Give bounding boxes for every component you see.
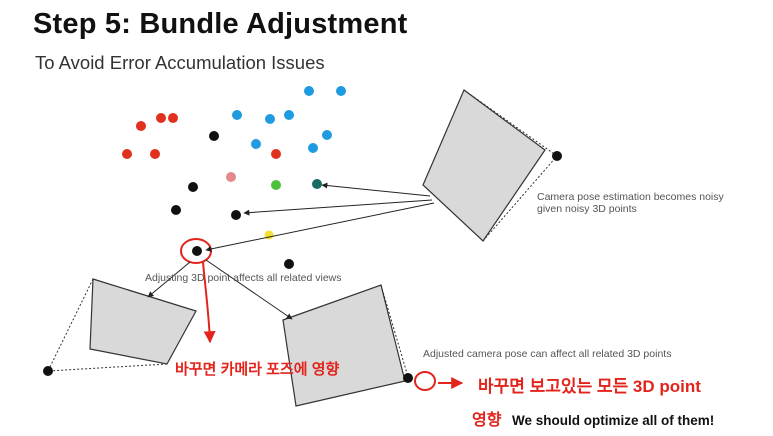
black-3d-point (171, 205, 181, 215)
camera-bottom-left (43, 278, 197, 376)
adjusted-3d-point (192, 246, 202, 256)
arrow (205, 202, 435, 252)
frustum-line (463, 89, 558, 157)
camera-noise-text-2: given noisy 3D points (537, 203, 637, 215)
teal-3d-point (312, 179, 322, 189)
frustum-line (47, 363, 168, 372)
blue-3d-point (322, 130, 332, 140)
camera-center (552, 151, 562, 161)
frustum-line (482, 155, 558, 242)
arrow (321, 182, 431, 197)
red-3d-point (122, 149, 132, 159)
camera-image-plane (422, 89, 546, 242)
arrow (205, 259, 293, 320)
blue-3d-point (232, 110, 242, 120)
camera-image-plane (282, 284, 406, 407)
arrow (147, 261, 191, 298)
handwritten-camera-note: 바꾸면 보고있는 모든 3D point (478, 377, 701, 396)
adjust-camera-text: Adjusted camera pose can affect all rela… (423, 348, 671, 360)
black-3d-point (231, 210, 241, 220)
black-3d-point (284, 259, 294, 269)
red-3d-point (156, 113, 166, 123)
black-3d-point (188, 182, 198, 192)
blue-3d-point (265, 114, 275, 124)
camera-bottom-middle (282, 284, 413, 407)
red-hand-arrow (202, 261, 216, 344)
frustum-line (47, 278, 94, 372)
red-3d-point (136, 121, 146, 131)
camera-center (43, 366, 53, 376)
camera-top-right (422, 89, 562, 242)
pink-3d-point (226, 172, 236, 182)
handwritten-point-note: 바꾸면 카메라 포즈에 영향 (175, 360, 340, 378)
handwritten-camera-note-2: 영향 (472, 410, 502, 429)
camera-highlight-circle (414, 371, 436, 391)
camera-center (403, 373, 413, 383)
camera-noise-text-1: Camera pose estimation becomes noisy (537, 191, 725, 203)
optimize-all-text: We should optimize all of them! (512, 413, 714, 428)
slide-subtitle: To Avoid Error Accumulation Issues (35, 52, 325, 73)
blue-3d-point (304, 86, 314, 96)
red-3d-point (271, 149, 281, 159)
black-3d-point (209, 131, 219, 141)
adjust-point-text: Adjusting 3D point affects all related v… (145, 272, 342, 284)
slide-title: Step 5: Bundle Adjustment (33, 8, 408, 40)
red-3d-point (168, 113, 178, 123)
blue-3d-point (336, 86, 346, 96)
blue-3d-point (284, 110, 294, 120)
blue-3d-point (251, 139, 261, 149)
point-cloud (122, 86, 346, 269)
green-3d-point (271, 180, 281, 190)
camera-image-plane (89, 278, 197, 365)
blue-3d-point (308, 143, 318, 153)
arrow (243, 199, 433, 216)
red-3d-point (150, 149, 160, 159)
